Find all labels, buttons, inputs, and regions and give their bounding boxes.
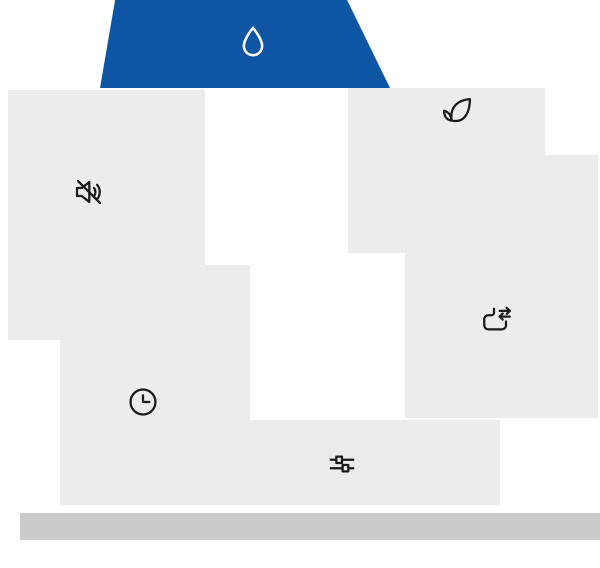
clock-icon [125, 384, 161, 420]
water-drop-banner[interactable] [100, 0, 390, 88]
tile-options[interactable] [205, 420, 500, 505]
water-drop-icon [235, 24, 271, 60]
eco-leaves-icon [439, 94, 475, 130]
bottom-bar [20, 513, 600, 540]
speaker-muted-icon [71, 174, 107, 210]
hose-swap-icon [479, 304, 515, 340]
sliders-icon [324, 446, 360, 482]
tile-hose-swap[interactable] [405, 155, 598, 418]
